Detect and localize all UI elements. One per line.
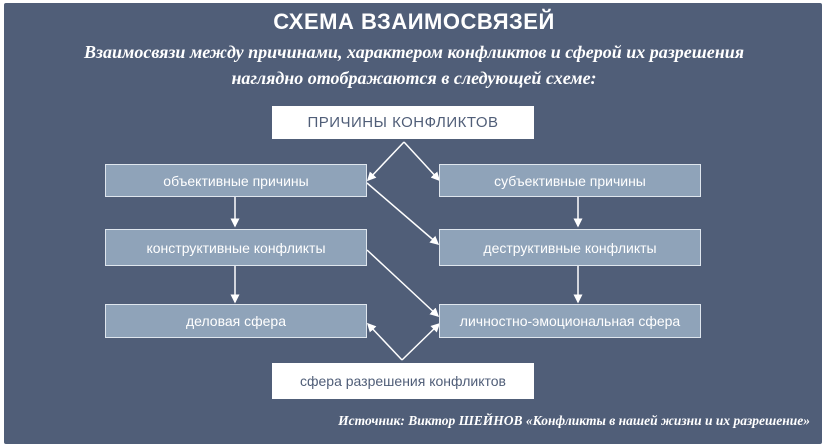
arrow-constructive-to-personal — [366, 249, 440, 318]
box-personal-emotional-sphere: личностно-эмоциональная сфера — [439, 304, 701, 338]
box-resolution-sphere: сфера разрешения конфликтов — [272, 363, 534, 399]
box-objective-causes: объективные причины — [105, 164, 367, 197]
box-constructive-conflicts: конструктивные конфликты — [105, 229, 367, 266]
arrow-top-to-objective — [366, 141, 405, 182]
box-conflict-causes: ПРИЧИНЫ КОНФЛИКТОВ — [272, 106, 534, 139]
page-title: СХЕМА ВЗАИМОСВЯЗЕЙ — [273, 9, 555, 34]
box-subjective-causes: субъективные причины — [439, 164, 701, 197]
arrow-objective-to-destructive — [366, 182, 440, 245]
arrow-bottom-to-personal — [401, 322, 441, 361]
subtitle-line-2: наглядно отображаются в следующей схеме: — [231, 68, 597, 88]
box-business-sphere: деловая сфера — [105, 304, 367, 338]
box-destructive-conflicts: деструктивные конфликты — [439, 229, 701, 266]
arrow-top-to-subjective — [403, 141, 441, 182]
source-citation: Источник: Виктор ШЕЙНОВ «Конфликты в наш… — [338, 413, 810, 428]
subtitle-line-1: Взаимосвязи между причинами, характером … — [83, 42, 745, 62]
arrow-bottom-to-business — [366, 322, 403, 361]
